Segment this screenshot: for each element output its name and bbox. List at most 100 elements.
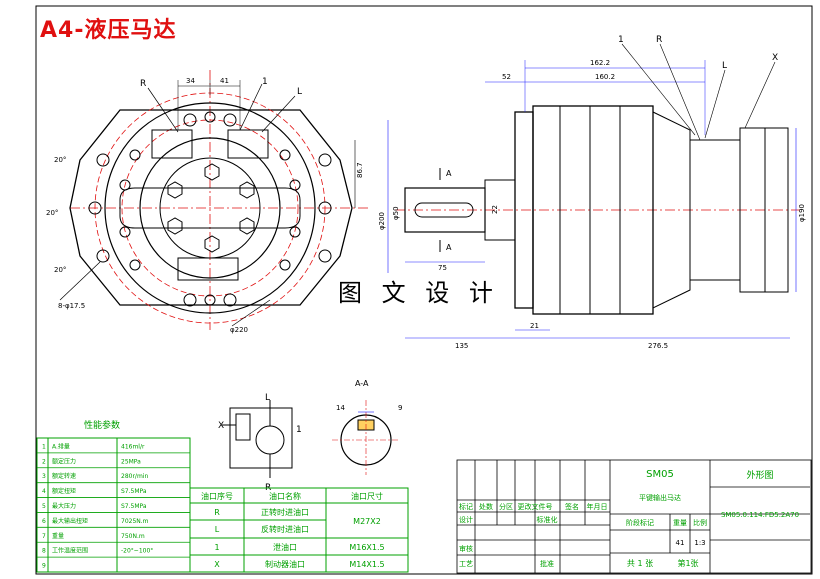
- rear-taper: [652, 111, 691, 309]
- hex-head: [167, 217, 183, 235]
- perf-row-name: 额定压力: [52, 457, 76, 465]
- perf-row-value: 25MPa: [121, 458, 141, 465]
- label-holes: 8-φ17.5: [58, 302, 85, 310]
- bolt-hole: [223, 293, 237, 307]
- title-block: [456, 459, 812, 574]
- perf-row-no: 3: [42, 473, 46, 480]
- front-port-box-3: [177, 257, 239, 281]
- label-shaft: φ50: [392, 206, 400, 220]
- hex-head: [239, 181, 255, 199]
- tb-header: 更改文件号: [518, 502, 553, 511]
- front-slot: [119, 187, 301, 229]
- label-ang-20b: 20°: [46, 209, 58, 217]
- front-flange-outline: [69, 109, 353, 306]
- label-right: φ190: [798, 204, 806, 222]
- perf-row-name: 最大压力: [52, 502, 76, 510]
- perf-row-no: 7: [42, 533, 46, 540]
- leader-one: [239, 83, 263, 131]
- front-housing-mid: [139, 137, 281, 279]
- tb-part-name: 平键输出马达: [639, 493, 681, 502]
- label-276-5: 276.5: [648, 342, 668, 350]
- tb-reviewer: 审核: [459, 544, 473, 553]
- label-l: L: [297, 87, 302, 97]
- hex-heads: [167, 163, 255, 253]
- label-ang-20c: 20°: [54, 266, 66, 274]
- label-one: 1: [262, 77, 268, 87]
- perf-row-value: S7.5MPa: [121, 503, 147, 510]
- hex-head: [167, 181, 183, 199]
- perf-row-name: 最大输出扭矩: [52, 517, 88, 525]
- bolt-hole: [96, 153, 110, 167]
- schematic-l: L: [265, 393, 270, 403]
- bolt-hole: [318, 153, 332, 167]
- leader-holes: [59, 261, 101, 301]
- hex-head: [204, 235, 220, 253]
- perf-row-name: 重量: [52, 532, 64, 540]
- hex-head: [204, 163, 220, 181]
- leader-side-l: [704, 69, 726, 139]
- front-view: [59, 70, 370, 330]
- tb-sheet-no: 第1张: [677, 558, 698, 568]
- label-41: 41: [220, 77, 229, 85]
- tb-standardized: 标准化: [537, 515, 558, 524]
- title-block-frame: [456, 459, 812, 574]
- label-22: 22: [491, 205, 499, 214]
- bolt-hole: [279, 259, 291, 271]
- ports-table-frame: [189, 487, 409, 573]
- leader-220: [231, 299, 271, 327]
- leader-r: [147, 87, 179, 133]
- label-52: 52: [502, 73, 511, 81]
- label-21: 21: [530, 322, 539, 330]
- leader-side-r: [659, 43, 701, 141]
- tb-weight-value: 41: [676, 539, 685, 547]
- section-labels: A-A 14 9: [336, 379, 402, 412]
- port-size-merged: M27X2: [353, 517, 381, 526]
- tb-approve: 批准: [540, 559, 554, 568]
- label-a-bottom: A: [446, 243, 452, 252]
- drawing-title: A4-液压马达: [40, 18, 177, 43]
- perf-row-no: 9: [42, 563, 46, 570]
- bolt-hole: [279, 149, 291, 161]
- tb-header: 年月日: [587, 502, 608, 511]
- tb-scale-value: 1:3: [694, 539, 705, 547]
- tb-weight-label: 重量: [673, 519, 687, 527]
- label-162-2: 162.2: [590, 59, 610, 67]
- tb-header: 分区: [499, 502, 513, 511]
- label-ang-20a: 20°: [54, 156, 66, 164]
- tb-stage-label: 阶段标记: [626, 518, 654, 527]
- leader-l: [261, 95, 296, 133]
- label-75: 75: [438, 264, 447, 272]
- outer-bolt-holes: [88, 113, 332, 307]
- inner-bolt-holes: [119, 111, 301, 306]
- ports-table: [189, 487, 409, 573]
- label-side-l: L: [722, 61, 727, 71]
- title-block-text: SM05 平键输出马达 外形图 SM05.0.114.FD5.2A70 标记 处…: [459, 469, 799, 568]
- tb-scale-label: 比例: [693, 518, 707, 527]
- port-name: 泄油口: [273, 542, 297, 552]
- bolt-hole: [88, 201, 102, 215]
- ports-header-no: 油口序号: [201, 491, 233, 501]
- perf-row-no: 6: [42, 518, 46, 525]
- label-pilot: φ200: [378, 212, 386, 230]
- motor-symbol: [255, 425, 285, 455]
- port-no: L: [215, 525, 220, 534]
- section-aa: [332, 400, 400, 475]
- leader-side-one: [621, 43, 696, 136]
- perf-row-value: 416ml/r: [121, 443, 145, 450]
- section-14: 14: [336, 404, 345, 412]
- watermark-text: 图 文 设 计: [336, 273, 501, 308]
- bolt-hole: [289, 226, 301, 238]
- perf-row-no: 1: [42, 443, 46, 450]
- tb-code: SM05: [646, 469, 674, 480]
- perf-row-no: 2: [42, 458, 46, 465]
- label-220: φ220: [230, 326, 248, 334]
- perf-row-name: 工作温度范围: [52, 547, 88, 555]
- label-160-2: 160.2: [595, 73, 615, 81]
- side-view-labels: 162.2 160.2 52 1 R L X A A 135 21 276.5 …: [378, 35, 806, 350]
- port-name: 反转时进油口: [261, 524, 309, 534]
- schematic-frame: [229, 407, 293, 469]
- perf-row-no: 5: [42, 503, 46, 510]
- port-size: M14X1.5: [349, 560, 384, 569]
- port-no: X: [214, 560, 220, 569]
